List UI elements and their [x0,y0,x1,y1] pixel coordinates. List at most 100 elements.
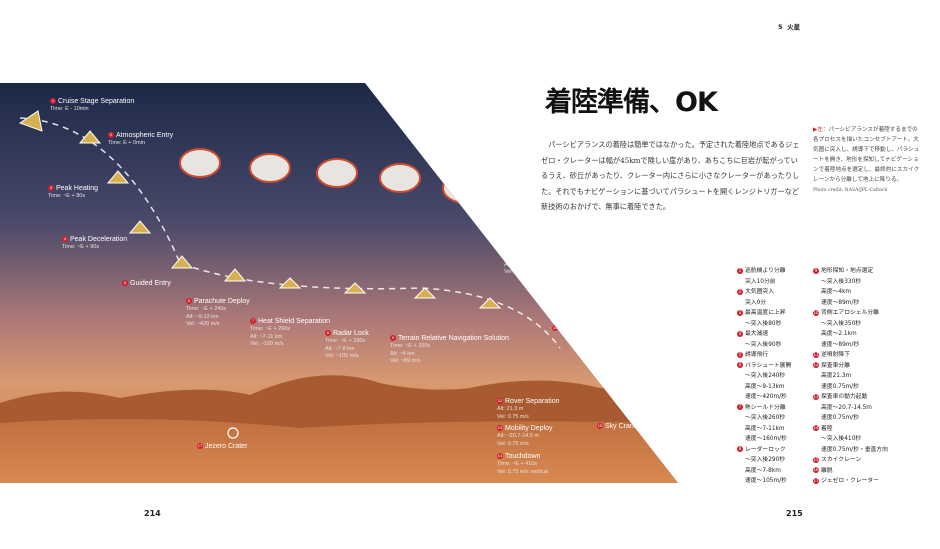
legend-detail: 速度〜89m/秒 [821,299,860,306]
step-detail: Time: ~E + 290s [325,338,366,344]
step-title: Parachute Deploy [194,298,250,305]
step-title: Atmospheric Entry [116,132,174,139]
step-number-badge: 4 [737,330,743,337]
legend-detail: 高度〜9-13km [745,383,785,390]
step-detail: Time: ~E + 240s [186,306,227,312]
legend-detail: 〜突入後90秒 [745,341,782,348]
legend-detail: 高度〜20.7-14.5m [821,404,872,411]
legend-detail: 速度0.75m/秒 [821,383,859,390]
step-detail: Alt: ~20.7-14.5 m [497,433,540,439]
legend-detail: 速度〜89m/秒 [821,341,860,348]
step-detail: Vel: ~160 m/s [250,341,284,347]
legend-detail: 速度〜420m/秒 [745,394,787,400]
legend-detail: 高度21.3m [821,373,852,379]
photo-credit: Photo credit: NASA/JPL-Caltech [813,188,888,193]
legend-detail: 速度〜105m/秒 [745,478,787,484]
step-detail: Vel: 0.75 m/s [497,440,529,447]
page-title: 着陸準備、OK [545,87,718,118]
step-number-badge: 12 [813,362,819,368]
step-number-badge: 11 [813,351,819,358]
step-number-badge: 2 [108,132,114,139]
legend-detail: 高度〜7-8km [745,467,781,474]
step-number-badge: 16 [813,467,819,473]
step-detail: Time: ~E + 90s [62,244,100,250]
step-number-badge: 7 [250,318,256,325]
step-detail: Vel: ~89 m/s [390,358,421,364]
legend-detail: 高度〜2.1km [821,331,857,337]
legend-detail: 高度〜7-11km [745,425,785,432]
step-number-badge: 9 [390,335,396,342]
step-number-badge: 3 [737,309,743,316]
step-detail: Time: E + 0min [108,140,145,146]
step-number-badge: 4 [62,236,68,243]
step-number-badge: 8 [325,330,331,337]
step-number-badge: 12 [497,398,503,405]
legend-detail: 突入0分 [745,299,767,306]
step-number-badge: 13 [497,425,503,432]
step-detail: Vel: ~420 m/s [186,321,220,327]
step-title: Guided Entry [130,280,171,287]
step-number-badge: 15 [813,456,819,463]
step-title: Jezero Crater [205,443,248,450]
step-number-badge: 6 [737,362,743,368]
step-title: Touchdown [505,453,541,460]
step-title: Mobility Deploy [505,425,553,432]
step-number-badge: 13 [813,393,819,400]
step-detail: Vel: ~89 m/s [504,269,535,275]
step-number-badge: 17 [813,477,819,484]
legend-detail: 突入10分前 [745,278,776,285]
step-detail: Alt: 21.3 m [497,406,524,412]
step-number-badge: 14 [813,425,819,431]
step-title: Peak Deceleration [70,236,128,243]
step-number-badge: 10 [504,246,510,253]
legend-detail: 〜突入後410秒 [821,436,862,442]
step-title: Terrain Relative Navigation Solution [398,335,509,342]
step-title: Radar Lock [333,330,369,337]
step-number-badge: 14 [497,453,503,460]
legend-detail: 〜突入後80秒 [745,320,782,327]
step-number-badge: 5 [122,280,128,287]
chapter-header: 5 火星 [778,23,801,31]
step-number-badge: 17 [197,442,203,449]
step-number-badge: 15 [597,423,603,430]
step-detail: Time: ~E + 260s [250,326,291,332]
step-detail: Time: ~E + 350s [504,254,545,260]
step-number-badge: 16 [636,349,642,356]
legend-detail: 〜突入後260秒 [745,415,786,421]
step-number-badge: 5 [737,351,743,358]
step-title: Powered Descent [560,325,616,332]
legend-detail: 〜突入後240秒 [745,373,786,379]
step-title: Peak Heating [56,185,99,192]
step-detail: Alt: ~7-8 km [325,345,355,352]
legend-detail: 高度〜4km [821,289,852,295]
step-number-badge: 7 [737,404,743,410]
step-number-badge: 10 [813,309,819,316]
